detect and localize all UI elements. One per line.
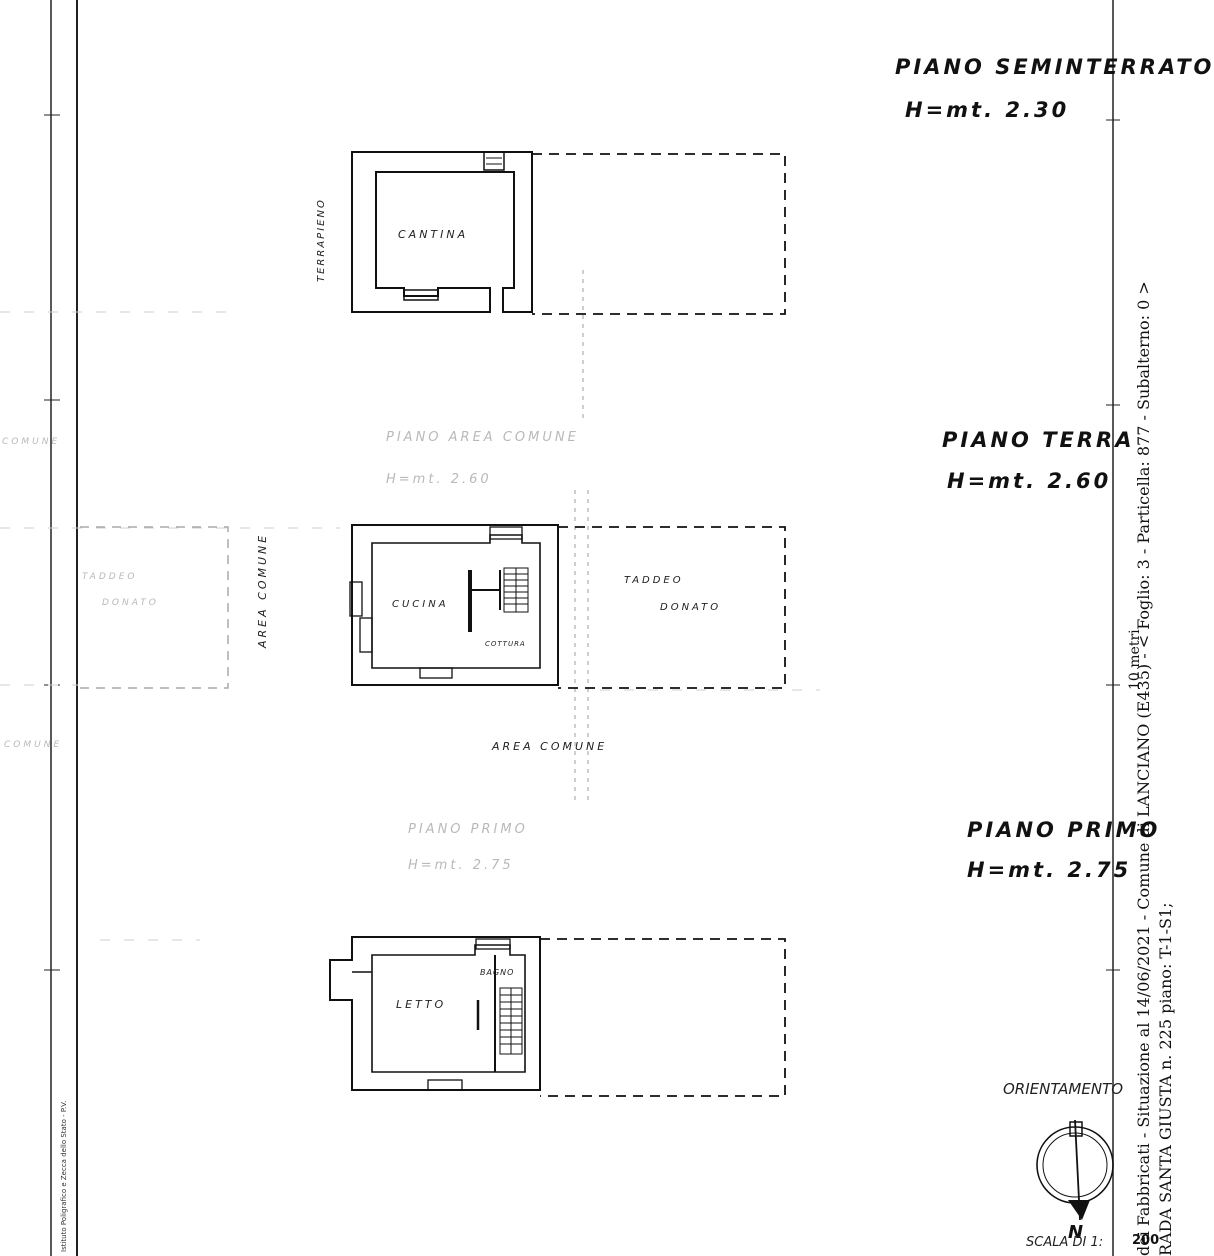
- compass-icon: [1036, 1119, 1114, 1221]
- faint-guide-lines: [0, 311, 820, 941]
- room-cottura: COTTURA: [485, 640, 526, 648]
- left-margin-border: [44, 0, 78, 1256]
- central-axis: [574, 270, 589, 800]
- plan-terra: [349, 524, 786, 689]
- ghost-left-comune-1: COMUNE: [2, 437, 61, 447]
- room-cantina: CANTINA: [398, 228, 469, 241]
- level-seminterrato-name: PIANO SEMINTERRATO: [895, 55, 1214, 79]
- north-label: N: [1068, 1222, 1084, 1243]
- level-primo-name: PIANO PRIMO: [967, 818, 1161, 842]
- ghost-primo-name: PIANO PRIMO: [408, 822, 528, 837]
- room-letto: LETTO: [396, 998, 447, 1011]
- ghost-left-taddeo: TADDEO: [82, 572, 138, 582]
- left-margin-text: Istituto Poligrafico e Zecca dello Stato…: [60, 1100, 68, 1252]
- label-area-comune-vertical: AREA COMUNE: [256, 532, 269, 648]
- label-area-comune-bottom: AREA COMUNE: [492, 740, 608, 753]
- level-terra-name: PIANO TERRA: [942, 428, 1135, 452]
- room-bagno: BAGNO: [480, 968, 515, 977]
- ghost-primo-height: H=mt. 2.75: [408, 858, 514, 873]
- ghost-left-donato: DONATO: [102, 598, 159, 608]
- plan-left-ghost: [80, 526, 229, 689]
- ghost-terra-name: PIANO AREA COMUNE: [386, 430, 579, 445]
- plan-primo: [329, 936, 786, 1097]
- label-terrapieno: TERRAPIENO: [316, 198, 327, 282]
- scale-label: SCALA DI 1:: [1026, 1235, 1104, 1250]
- room-cucina: CUCINA: [392, 599, 449, 610]
- orientation-label: ORIENTAMENTO: [1003, 1080, 1124, 1098]
- ghost-terra-height: H=mt. 2.60: [386, 472, 492, 487]
- room-taddeo: TADDEO: [624, 575, 684, 586]
- level-seminterrato-height: H=mt. 2.30: [905, 98, 1070, 122]
- level-terra-height: H=mt. 2.60: [947, 469, 1112, 493]
- ghost-left-comune-2: COMUNE: [4, 740, 63, 750]
- side-text-address: RADA SANTA GIUSTA n. 225 piano: T-1-S1;: [1156, 902, 1175, 1256]
- scale-value: 200: [1132, 1233, 1160, 1248]
- room-donato: DONATO: [660, 602, 722, 613]
- floor-plan-drawing: [0, 0, 1120, 1256]
- level-primo-height: H=mt. 2.75: [967, 858, 1132, 882]
- side-text-main: dei Fabbricati - Situazione al 14/06/202…: [1134, 281, 1153, 1256]
- right-margin-border: [1106, 0, 1120, 1256]
- plan-seminterrato: [351, 151, 786, 315]
